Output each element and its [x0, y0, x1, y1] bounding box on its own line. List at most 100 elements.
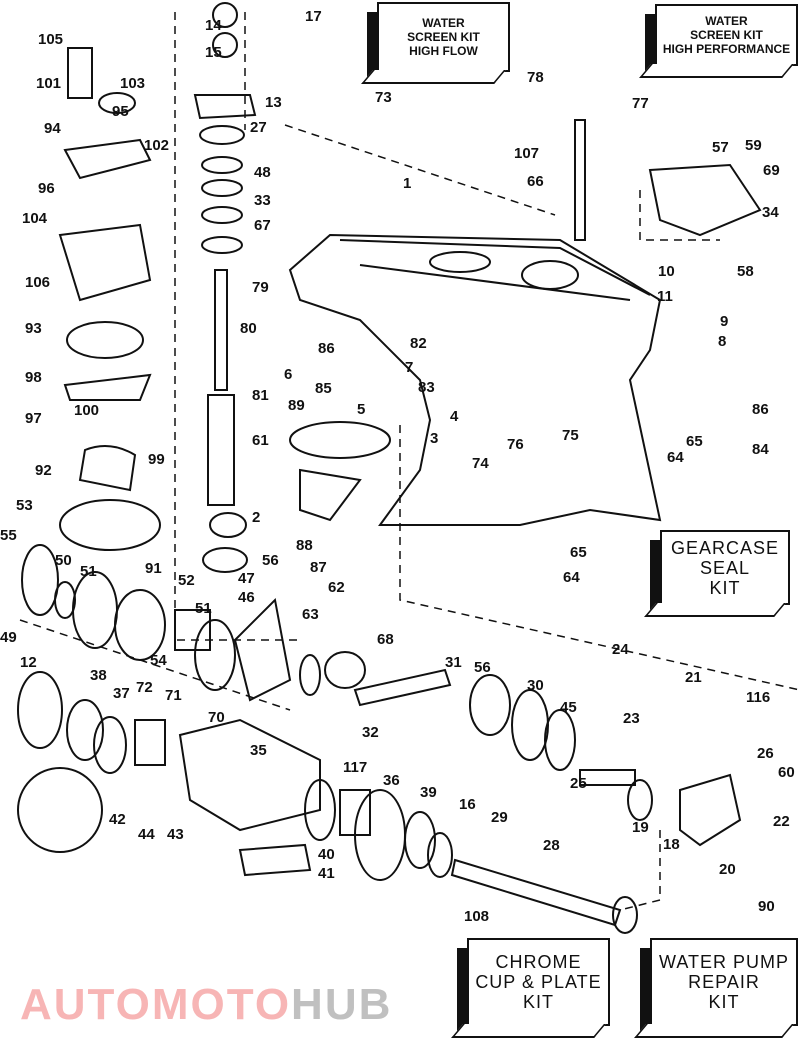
part-number-label: 96 — [38, 180, 55, 197]
part-number-label: 3 — [430, 430, 439, 447]
kit-label: WATER PUMP — [659, 952, 789, 972]
part-number-label: 95 — [112, 103, 129, 120]
part-number-label: 88 — [296, 537, 313, 554]
part-number-label: 47 — [238, 570, 255, 587]
part-number-label: 28 — [543, 837, 560, 854]
part-number-label: 24 — [612, 641, 629, 658]
part-number-label: 8 — [718, 333, 727, 350]
kit-label: GEARCASE — [670, 537, 780, 558]
part-number-label: 94 — [44, 120, 61, 137]
part-number-label: 15 — [205, 44, 222, 61]
kit-label: CUP & PLATE — [475, 972, 602, 992]
part-number-label: 39 — [420, 784, 437, 801]
part-number-label: 83 — [418, 379, 435, 396]
part-number-label: 85 — [315, 380, 332, 397]
part-number-label: 12 — [20, 654, 37, 671]
part-number-label: 106 — [25, 274, 51, 291]
part-number-label: 29 — [491, 809, 508, 826]
part-number-label: 61 — [252, 432, 269, 449]
part-number-label: 68 — [377, 631, 394, 648]
part-number-label: 7 — [405, 359, 414, 376]
kit-label: KIT — [522, 992, 554, 1012]
part-number-label: 18 — [663, 836, 680, 853]
part-number-label: 13 — [265, 94, 282, 111]
part-number-label: 89 — [288, 397, 305, 414]
part-number-label: 33 — [254, 192, 271, 209]
part-number-label: 2 — [252, 509, 261, 526]
part-number-label: 70 — [208, 709, 225, 726]
part-number-label: 99 — [148, 451, 165, 468]
part-number-label: 37 — [113, 685, 130, 702]
water-screen-kit-high-performance: WATER SCREEN KIT HIGH PERFORMANCE — [639, 4, 798, 78]
watermark-text-a: AUTOMOTO — [20, 980, 292, 1029]
part-number-label: 51 — [195, 600, 212, 617]
part-number-label: 86 — [318, 340, 335, 357]
part-number-label: 44 — [138, 826, 155, 843]
part-number-label: 65 — [570, 544, 587, 561]
part-number-label: 104 — [22, 210, 48, 227]
part-number-label: 10 — [658, 263, 675, 280]
part-number-label: 30 — [527, 677, 544, 694]
part-number-label: 102 — [144, 137, 170, 154]
part-number-label: 21 — [685, 669, 702, 686]
part-number-label: 117 — [343, 759, 368, 776]
kit-label: SEAL — [699, 557, 751, 578]
kit-label: SCREEN KIT — [407, 30, 480, 44]
part-number-label: 35 — [250, 742, 267, 759]
kit-label: HIGH PERFORMANCE — [662, 42, 791, 56]
part-number-label: 26 — [757, 745, 774, 762]
water-screen-kit-high-flow: WATER SCREEN KIT HIGH FLOW — [361, 2, 510, 84]
kit-label: SCREEN KIT — [690, 28, 763, 42]
part-number-label: 52 — [178, 572, 195, 589]
part-number-label: 90 — [758, 898, 775, 915]
part-number-label: 69 — [763, 162, 780, 179]
watermark-logo: AUTOMOTOHUB — [20, 980, 392, 1030]
part-number-label: 45 — [560, 699, 577, 716]
part-number-label: 82 — [410, 335, 427, 352]
part-number-label: 58 — [737, 263, 754, 280]
part-number-label: 87 — [310, 559, 327, 576]
part-number-label: 50 — [55, 552, 72, 569]
part-number-label: 19 — [632, 819, 649, 836]
part-number-label: 41 — [318, 865, 335, 882]
part-number-label: 34 — [762, 204, 779, 221]
part-number-label: 32 — [362, 724, 379, 741]
part-number-label: 84 — [752, 441, 769, 458]
part-number-label: 101 — [36, 75, 62, 92]
kit-label: HIGH FLOW — [409, 44, 478, 58]
part-number-label: 23 — [623, 710, 640, 727]
part-number-label: 56 — [262, 552, 279, 569]
part-number-label: 4 — [450, 408, 459, 425]
part-number-label: 86 — [752, 401, 769, 418]
part-number-label: 116 — [746, 689, 771, 706]
part-number-label: 97 — [25, 410, 42, 427]
part-number-label: 48 — [254, 164, 271, 181]
part-number-label: 76 — [507, 436, 524, 453]
kit-label: CHROME — [495, 952, 582, 972]
part-number-label: 62 — [328, 579, 345, 596]
part-number-label: 49 — [0, 629, 17, 646]
part-number-label: 46 — [238, 589, 255, 606]
kit-label: REPAIR — [688, 972, 760, 992]
part-number-label: 93 — [25, 320, 42, 337]
part-number-label: 14 — [205, 17, 222, 34]
part-number-label: 72 — [136, 679, 153, 696]
part-number-label: 53 — [16, 497, 33, 514]
part-number-label: 54 — [150, 652, 167, 669]
part-number-label: 74 — [472, 455, 489, 472]
part-number-label: 1 — [403, 175, 412, 192]
part-number-label: 25 — [570, 775, 587, 792]
part-number-label: 64 — [667, 449, 684, 466]
part-number-label: 64 — [563, 569, 580, 586]
gearcase-housing — [288, 233, 662, 526]
part-number-label: 27 — [250, 119, 267, 136]
part-number-label: 75 — [562, 427, 579, 444]
part-number-label: 6 — [284, 366, 293, 383]
kit-label: KIT — [708, 992, 740, 1012]
part-number-label: 57 — [712, 139, 729, 156]
watermark-text-b: HUB — [291, 980, 393, 1029]
kit-label: WATER — [422, 16, 465, 30]
part-number-label: 11 — [657, 288, 673, 305]
